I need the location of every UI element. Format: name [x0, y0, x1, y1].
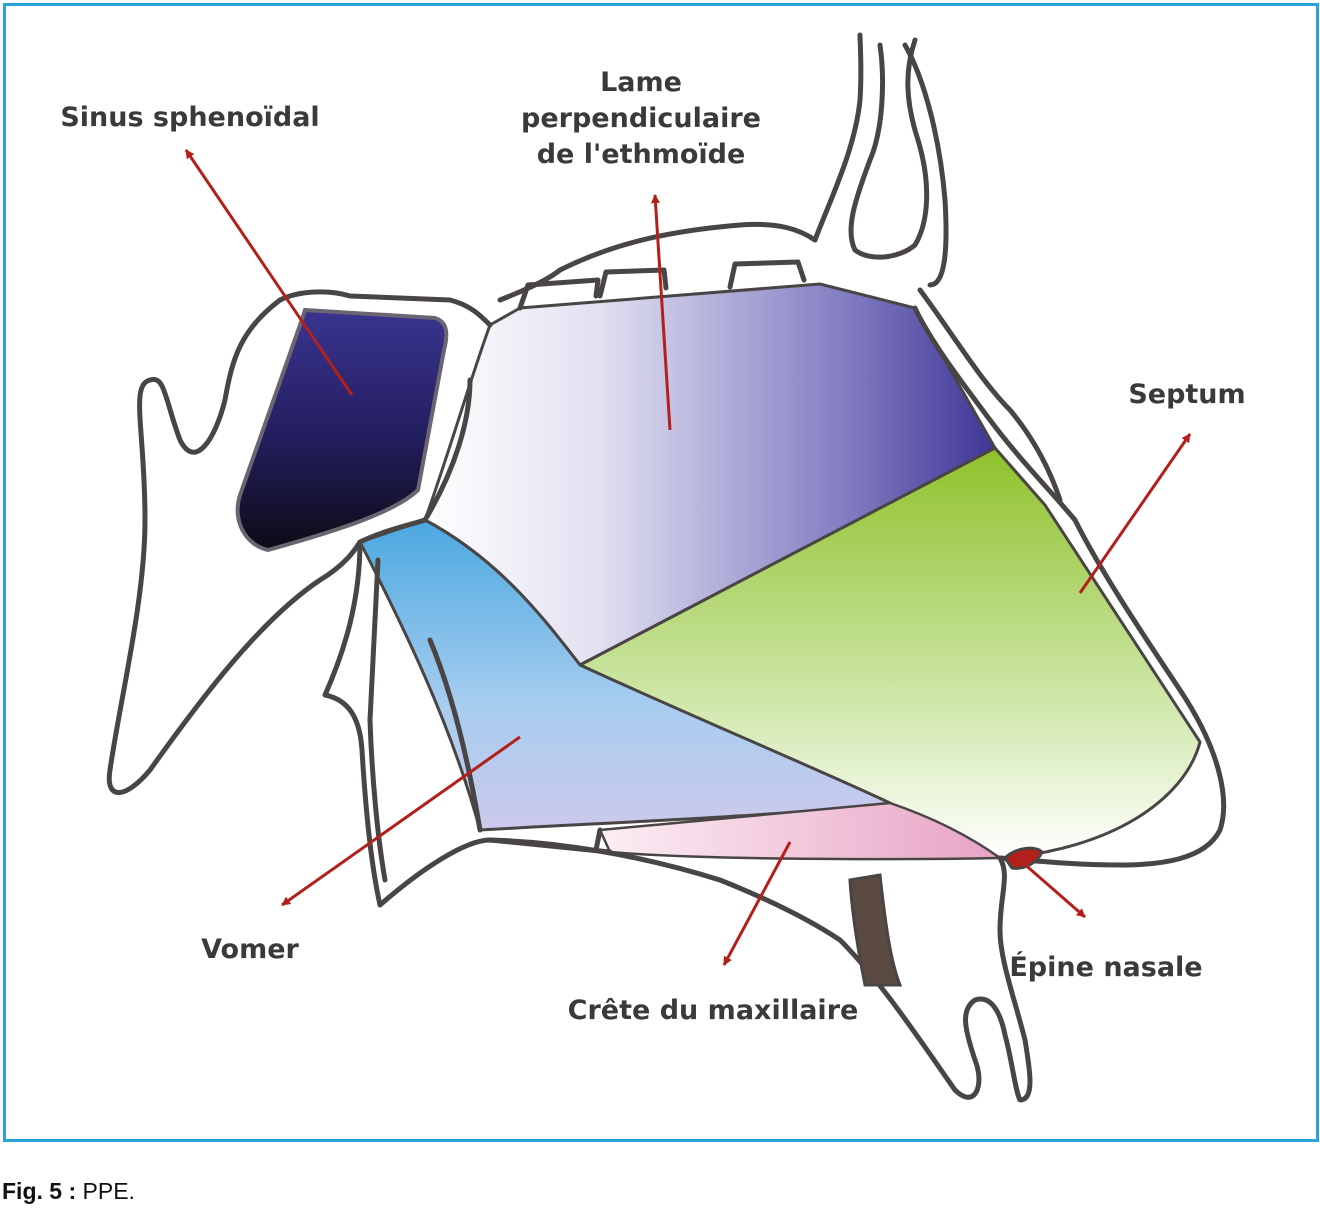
- lame-label-line3: de l'ethmoïde: [537, 139, 746, 170]
- lame-label-line2: perpendiculaire: [521, 103, 761, 134]
- lame-arrow: [651, 194, 672, 431]
- septum-label: Septum: [1128, 379, 1245, 410]
- epine-label: Épine nasale: [1009, 951, 1202, 983]
- pointer-arrows: [184, 149, 1192, 966]
- caption-prefix: Fig. 5 :: [2, 1178, 77, 1204]
- vomer-arrow: [281, 735, 521, 907]
- lame-label-line1: Lame: [600, 67, 682, 98]
- nasal-spine-mark: [1003, 846, 1044, 870]
- skull-outline: [106, 32, 1227, 1103]
- caption-text: PPE.: [76, 1178, 135, 1204]
- epine-arrow: [1021, 860, 1086, 919]
- sphenoid-sinus-region: [235, 307, 449, 553]
- maxillary-crest-region: [598, 801, 1004, 861]
- crete-label: Crête du maxillaire: [568, 995, 859, 1026]
- maxilla-strut: [848, 873, 903, 987]
- septum-arrow: [1078, 433, 1192, 594]
- sinus-label: Sinus sphenoïdal: [60, 102, 319, 133]
- figure-caption: Fig. 5 : PPE.: [2, 1178, 135, 1205]
- vomer-label: Vomer: [201, 934, 299, 965]
- sinus-arrow: [184, 149, 354, 396]
- crete-arrow: [722, 841, 792, 966]
